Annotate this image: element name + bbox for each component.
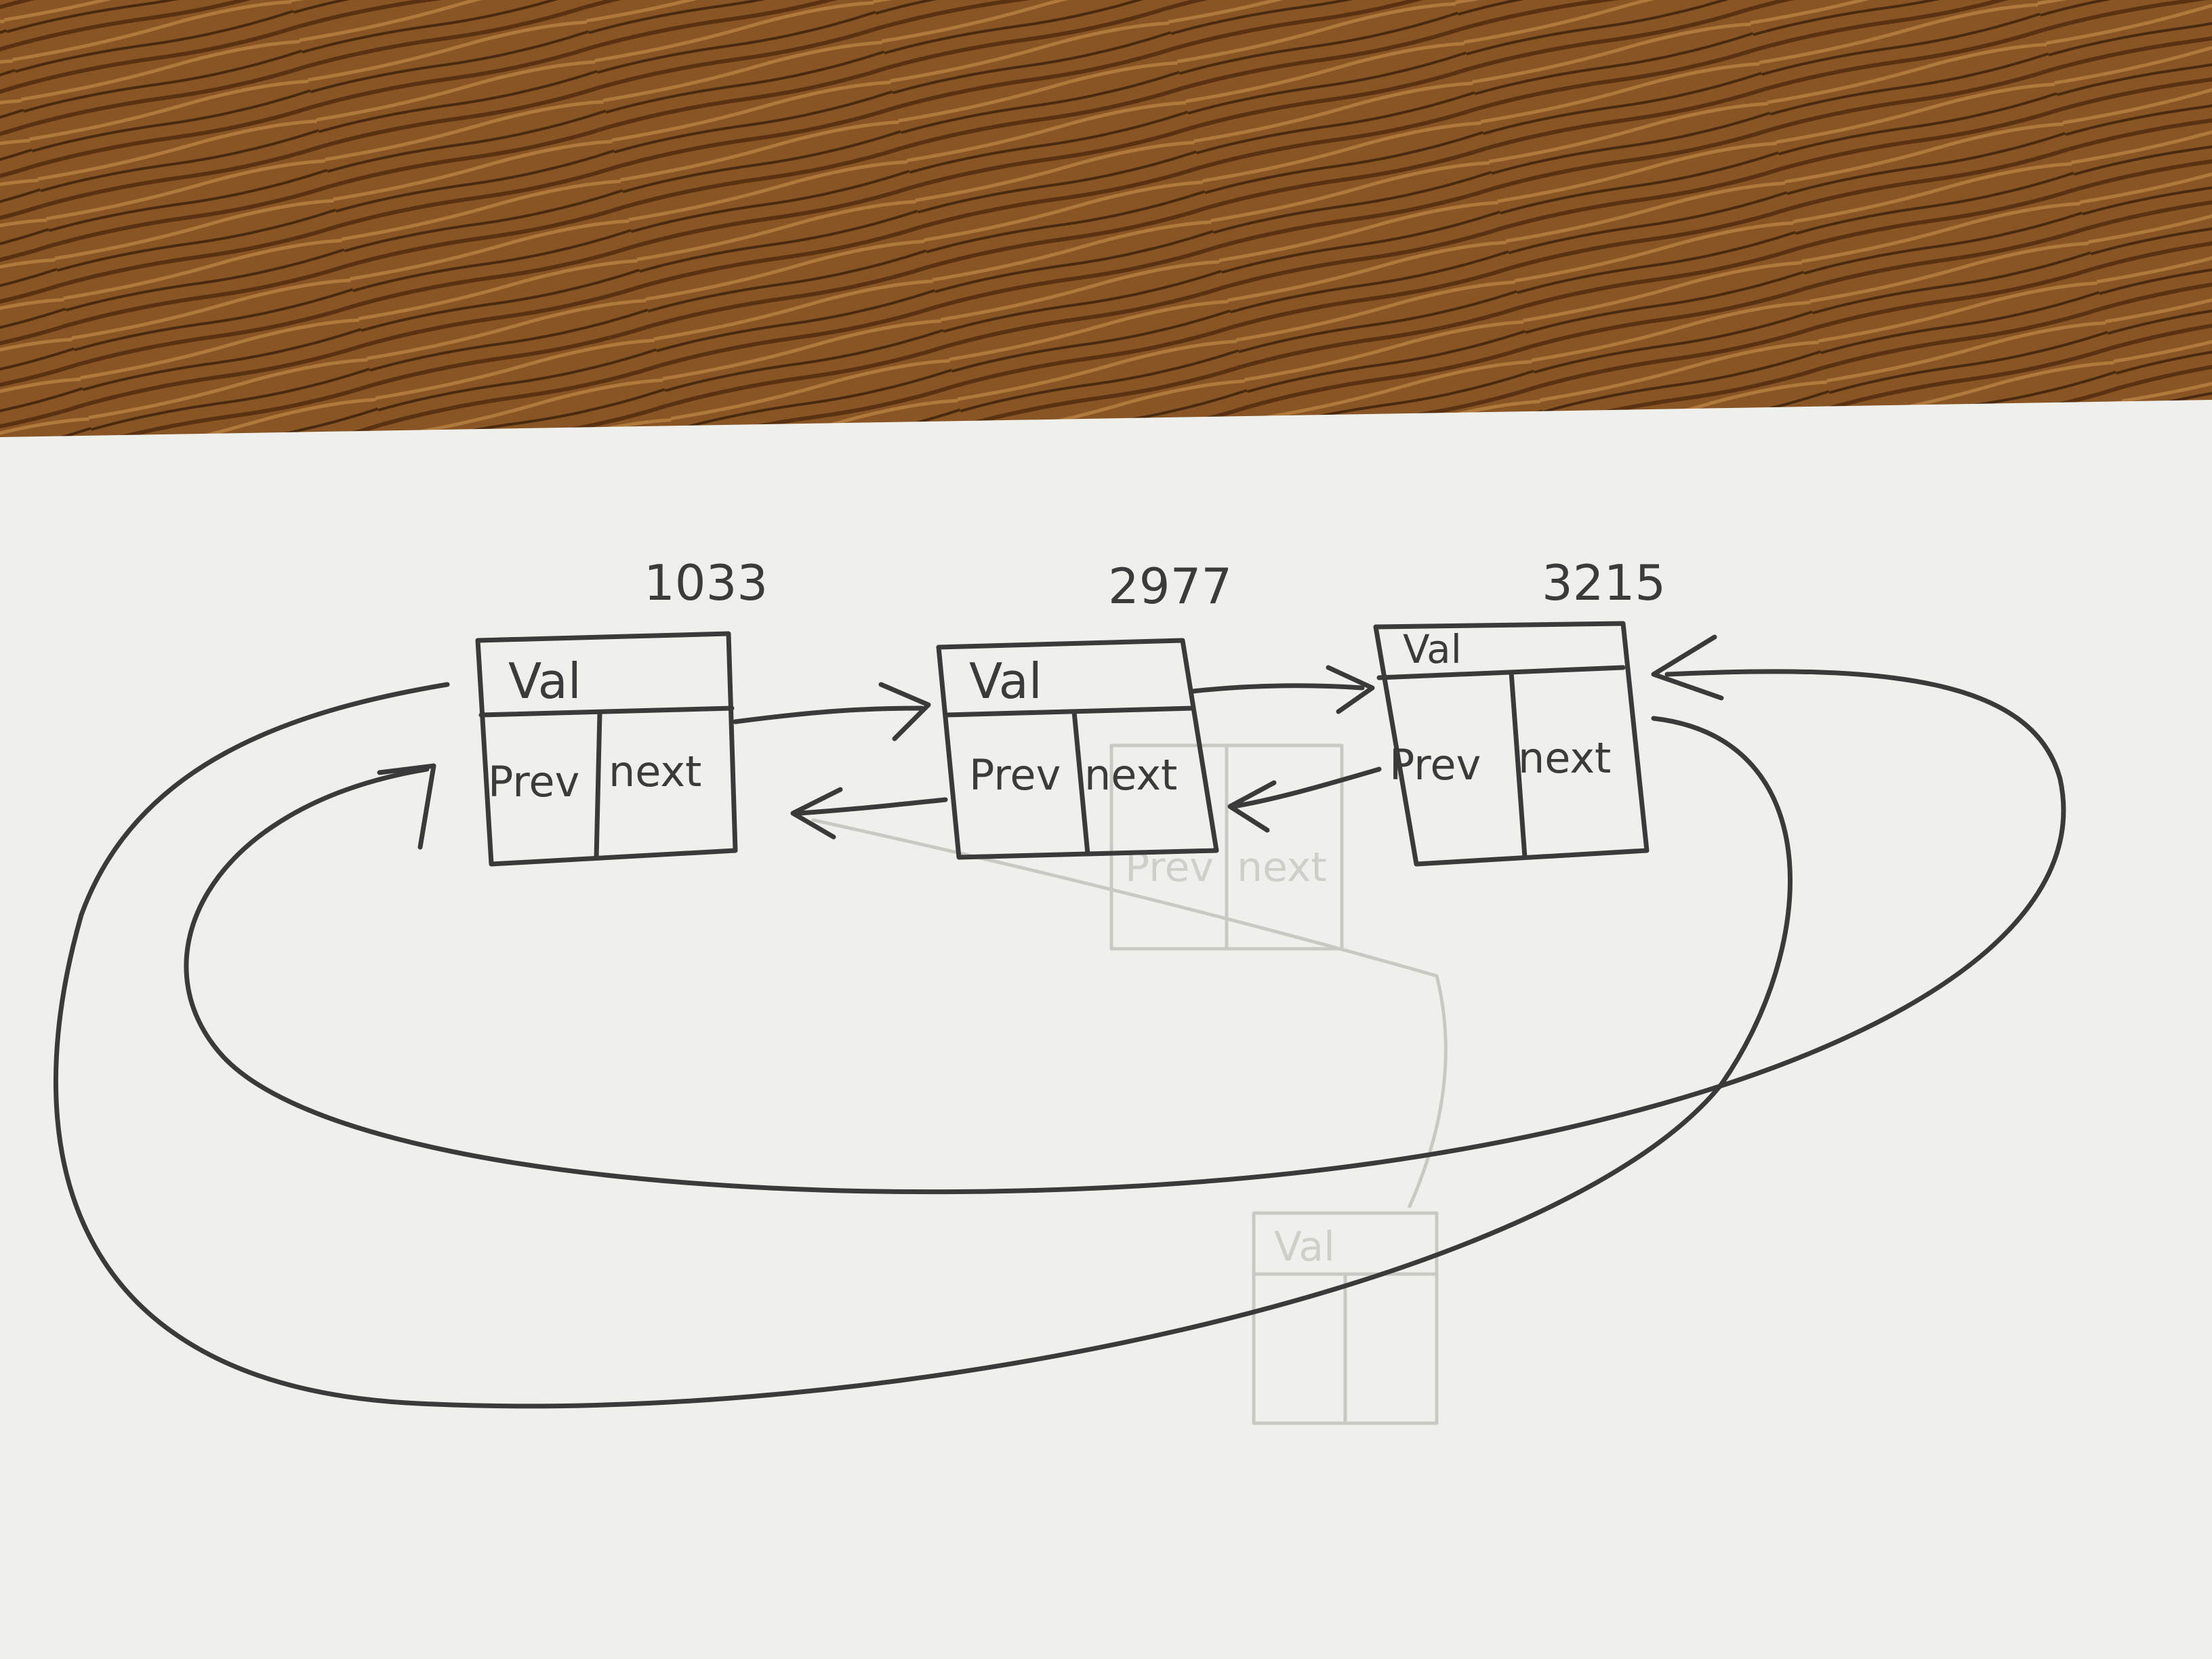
prev-arrow-3-2 — [1231, 766, 1382, 809]
node-1-val: Val — [508, 653, 581, 710]
outer-loop-arrow — [54, 682, 1793, 1409]
prev-arrowhead-3-2 — [1227, 780, 1277, 833]
next-arrowhead-2-3 — [1326, 665, 1375, 714]
prev-arrow-2-1 — [797, 797, 948, 816]
node-2-address: 2977 — [1108, 558, 1232, 615]
faint-node-2-val: Val — [1274, 1223, 1335, 1271]
inner-loop-arrow — [184, 669, 2066, 1195]
node-3-address: 3215 — [1542, 554, 1666, 611]
tail-arrowhead — [1651, 634, 1724, 701]
node-3 — [1373, 621, 1650, 867]
node-3-val: Val — [1403, 626, 1462, 672]
node-2-next: next — [1084, 750, 1177, 800]
next-arrow-2-3 — [1190, 683, 1365, 694]
node-1-prev: Prev — [488, 757, 579, 806]
node-3-next: next — [1518, 733, 1611, 783]
faint-node-1-next: next — [1237, 844, 1327, 891]
next-arrow-1-2 — [733, 705, 924, 724]
node-2-prev: Prev — [969, 750, 1061, 800]
node-3-prev: Prev — [1389, 740, 1481, 790]
node-1 — [475, 631, 738, 867]
paper-sheet — [0, 400, 2212, 1659]
next-arrowhead-1-2 — [878, 682, 931, 741]
node-2 — [936, 638, 1219, 860]
prev-arrowhead-2-1 — [790, 787, 843, 840]
node-1-address: 1033 — [644, 554, 768, 611]
node-1-next: next — [609, 747, 701, 796]
head-arrowhead — [377, 763, 436, 850]
faint-node-2: Val — [1252, 1211, 1439, 1425]
node-2-val: Val — [969, 653, 1042, 710]
